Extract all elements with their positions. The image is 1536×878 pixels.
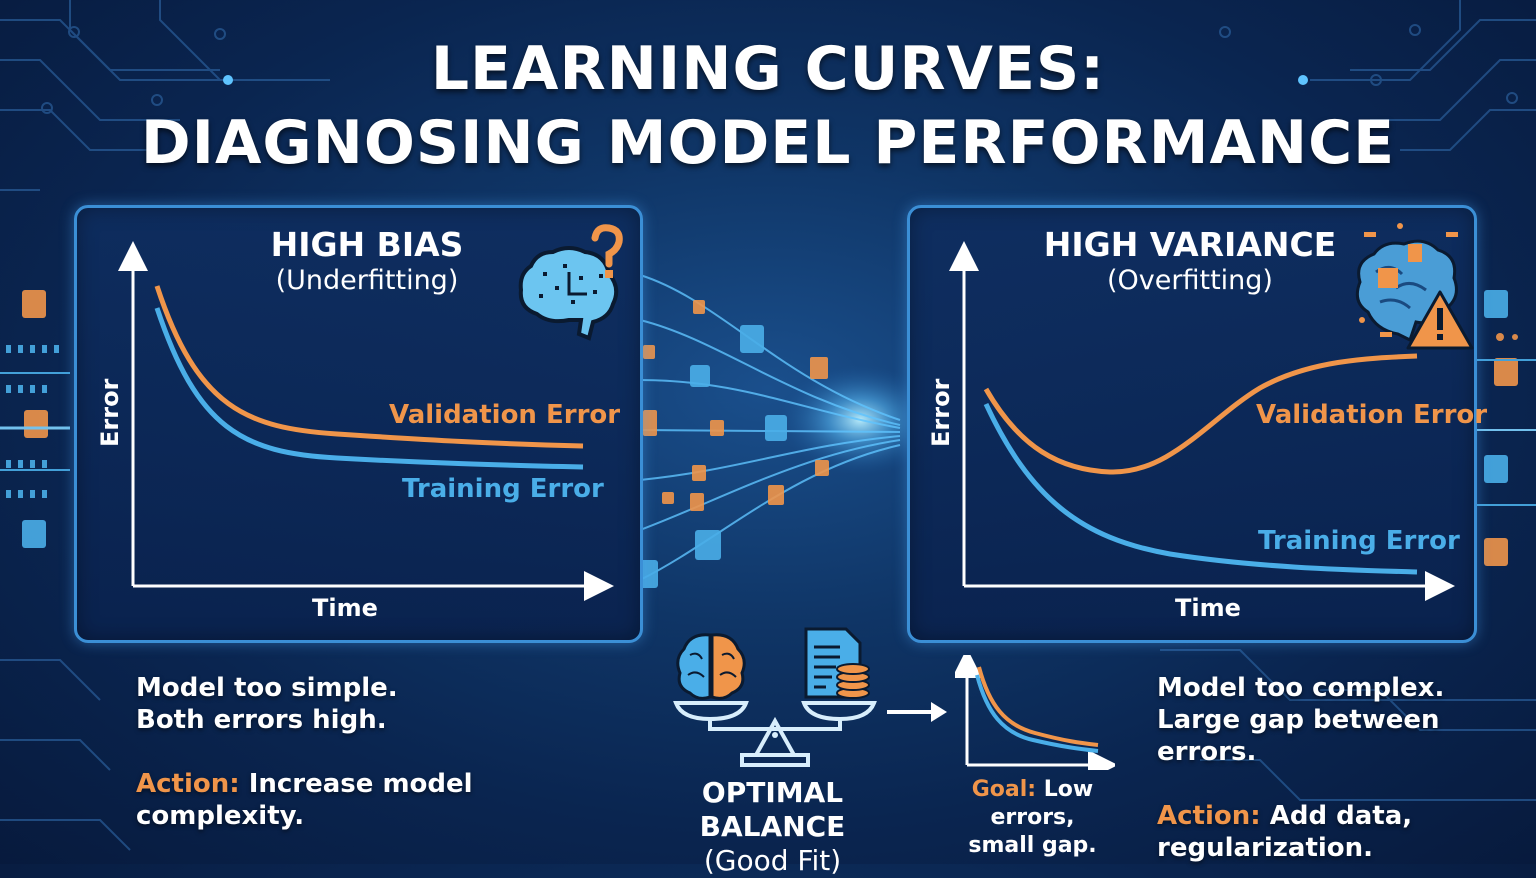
goal-text: Goal: Low errors, small gap.	[930, 776, 1135, 860]
y-axis-label: Error	[96, 378, 124, 447]
y-axis-label: Error	[927, 378, 955, 447]
arrow-right-icon	[887, 702, 947, 722]
training-error-curve	[983, 402, 1418, 575]
high-variance-panel: HIGH VARIANCE (Overfitting) Error Time V…	[907, 205, 1487, 643]
high-variance-desc-line2: Large gap between errors.	[1157, 705, 1440, 767]
pixel-brain-question-icon	[518, 224, 623, 341]
validation-error-label: Validation Error	[1256, 400, 1488, 430]
optimal-balance-title: OPTIMAL BALANCE (Good Fit)	[630, 776, 915, 878]
validation-error-curve	[154, 285, 584, 449]
validation-error-label: Validation Error	[389, 400, 621, 430]
action-text-line2: complexity.	[136, 801, 305, 831]
high-variance-chart	[949, 241, 1455, 601]
high-bias-chart	[118, 241, 614, 601]
x-axis-label: Time	[1175, 594, 1241, 622]
high-bias-title: HIGH BIAS	[270, 225, 464, 264]
high-variance-desc-line1: Model too complex.	[1157, 673, 1445, 703]
optimal-balance-line1: OPTIMAL BALANCE	[699, 776, 846, 843]
action-text-line2: regularization.	[1157, 833, 1374, 863]
goal-text-line1: Low errors,	[990, 777, 1094, 830]
high-bias-panel: HIGH BIAS (Underfitting) Error Time Vali…	[74, 205, 643, 643]
high-bias-desc-line1: Model too simple.	[136, 673, 398, 703]
high-variance-description: Model too complex. Large gap between err…	[1157, 672, 1536, 864]
x-axis-label: Time	[312, 594, 378, 622]
high-bias-subtitle: (Underfitting)	[275, 265, 459, 296]
goal-text-line2: small gap.	[968, 833, 1097, 858]
high-variance-subtitle: (Overfitting)	[1107, 265, 1273, 296]
data-document-icon	[804, 627, 870, 699]
high-bias-description: Model too simple. Both errors high. Acti…	[136, 672, 473, 832]
brain-warning-icon	[1355, 223, 1474, 350]
training-error-label: Training Error	[1258, 526, 1460, 556]
goal-label: Goal:	[971, 777, 1037, 802]
balance-scale-icon	[673, 627, 877, 767]
page-title-line2: DIAGNOSING MODEL PERFORMANCE	[140, 108, 1396, 178]
action-label: Action:	[136, 769, 240, 799]
high-variance-title: HIGH VARIANCE	[1043, 225, 1337, 264]
page-title-line1: LEARNING CURVES:	[430, 34, 1106, 104]
training-error-curve	[154, 307, 584, 470]
validation-error-curve	[983, 353, 1418, 475]
action-text: Add data,	[1260, 801, 1413, 831]
action-label: Action:	[1157, 801, 1261, 831]
optimal-balance-line2: (Good Fit)	[703, 844, 842, 877]
training-error-label: Training Error	[402, 474, 604, 504]
good-fit-mini-chart	[955, 655, 1115, 770]
action-text: Increase model	[239, 769, 473, 799]
split-brain-icon	[676, 633, 746, 700]
high-bias-desc-line2: Both errors high.	[136, 705, 387, 735]
